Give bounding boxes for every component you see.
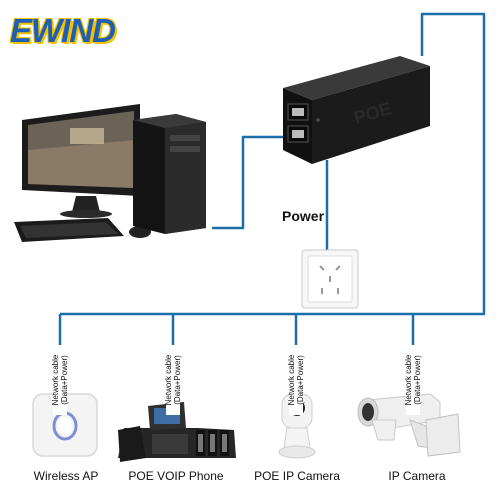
cable-label-line2: (Data+Power) bbox=[173, 355, 182, 405]
device-label-poe-ip-camera: POE IP Camera bbox=[254, 469, 340, 483]
cable-label-line1: Network cable bbox=[404, 354, 413, 406]
device-label-ip-camera: IP Camera bbox=[388, 469, 446, 483]
power-label: Power bbox=[282, 208, 325, 224]
cable-label-ap: Network cable(Data+Power) bbox=[51, 345, 69, 415]
wall-socket-icon bbox=[301, 249, 359, 309]
poe-injector-icon bbox=[283, 56, 430, 164]
cable-label-line1: Network cable bbox=[287, 354, 296, 406]
cable-label-line1: Network cable bbox=[51, 354, 60, 406]
cable-label-bullet: Network cable(Data+Power) bbox=[404, 345, 422, 415]
cable-label-phone: Network cable(Data+Power) bbox=[164, 345, 182, 415]
device-label-voip-phone: POE VOIP Phone bbox=[128, 469, 224, 483]
wireless-ap-icon bbox=[32, 393, 98, 457]
cable-label-line1: Network cable bbox=[164, 354, 173, 406]
cable-label-dome: Network cable(Data+Power) bbox=[287, 345, 305, 415]
desktop-computer-icon bbox=[14, 104, 206, 242]
pc-to-injector-line bbox=[212, 135, 283, 230]
device-label-wireless-ap: Wireless AP bbox=[33, 469, 99, 483]
cable-label-line2: (Data+Power) bbox=[60, 355, 69, 405]
ewind-logo: EWIND bbox=[10, 12, 116, 49]
cable-label-line2: (Data+Power) bbox=[296, 355, 305, 405]
bullet-camera-icon bbox=[357, 393, 461, 457]
injector-to-bus-line bbox=[60, 12, 486, 316]
cable-label-line2: (Data+Power) bbox=[413, 355, 422, 405]
